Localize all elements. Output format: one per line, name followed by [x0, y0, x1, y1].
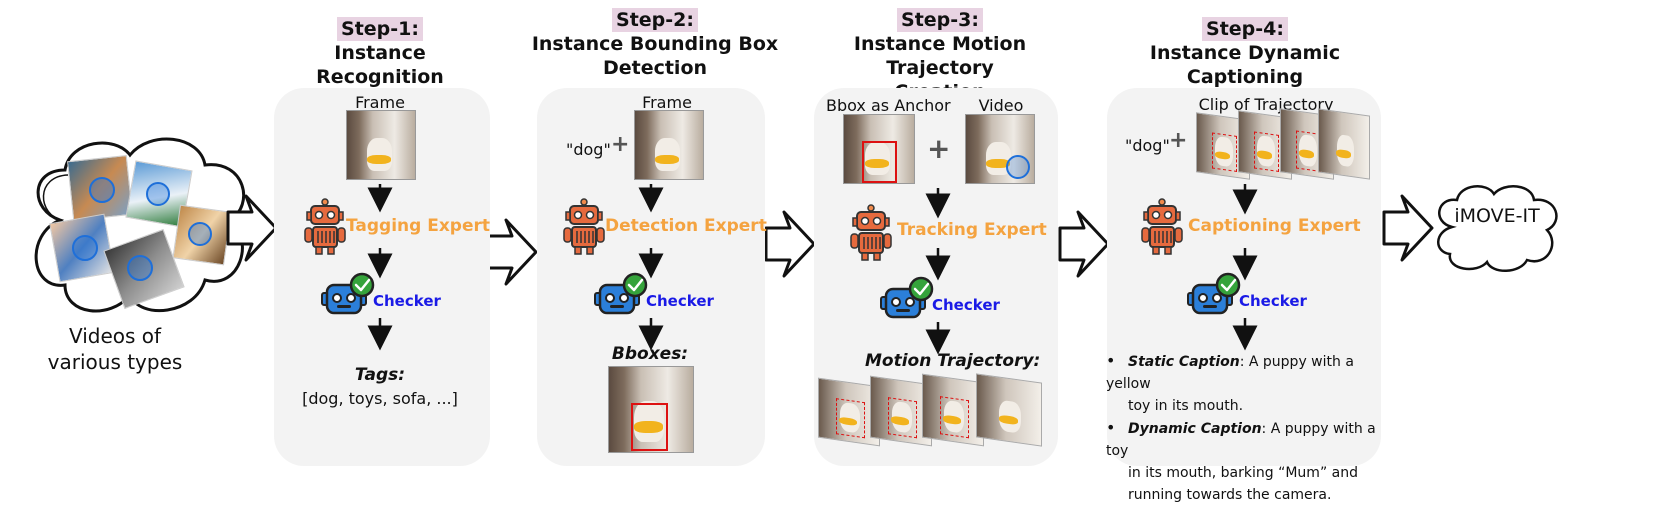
step-1-tag: Step-1:	[337, 17, 423, 41]
step-4-plus: +	[1169, 128, 1188, 153]
step-2-frame-label: Frame	[642, 93, 692, 112]
input-caption: Videos of various types	[30, 323, 200, 375]
step-2-expert: Detection Expert	[605, 216, 767, 236]
step-3-expert: Tracking Expert	[897, 220, 1047, 240]
step-1-output-title: Tags:	[354, 365, 406, 385]
dynamic-caption-text-3: running towards the camera.	[1128, 487, 1332, 503]
dynamic-caption-label: Dynamic Caption	[1128, 421, 1262, 437]
step-4-clips	[1196, 108, 1372, 180]
input-line-2: various types	[47, 350, 183, 374]
step-4-header: Step-4: Instance Dynamic Captioning	[1100, 17, 1390, 89]
step-3-trajectory-clips	[818, 373, 1044, 447]
step-4-tag: Step-4:	[1202, 17, 1288, 41]
dynamic-caption-item: •Dynamic Caption: A puppy with a toy	[1106, 418, 1376, 459]
input-line-1: Videos of	[68, 324, 162, 348]
step-2-title-2: Detection	[602, 57, 708, 79]
step-3-anchor-label: Bbox as Anchor	[826, 96, 951, 115]
checker-bot-icon	[593, 272, 648, 315]
output-cloud-icon	[1437, 185, 1558, 272]
robot-icon	[563, 198, 605, 255]
input-thumbnails	[49, 150, 232, 310]
dynamic-caption-text-2: in its mouth, barking “Mum” and	[1128, 465, 1358, 481]
static-caption-item: •Static Caption: A puppy with a yellow	[1106, 351, 1354, 392]
step-1-title: Instance Recognition	[316, 42, 444, 88]
step-3-anchor-frame	[843, 114, 915, 184]
step-1-checker: Checker	[373, 292, 441, 310]
step-1-expert: Tagging Expert	[346, 216, 491, 236]
dynamic-caption-text: : A puppy with a toy	[1106, 421, 1376, 459]
step-4-expert: Captioning Expert	[1188, 216, 1361, 236]
step-2-tag: Step-2:	[612, 8, 698, 32]
robot-icon	[304, 198, 346, 255]
step-2-frame	[634, 110, 704, 180]
step-3-output-title: Motion Trajectory:	[865, 351, 1041, 371]
step-2-bbox-frame	[608, 366, 694, 453]
static-caption-text: : A puppy with a yellow	[1106, 354, 1354, 392]
step-4-title: Instance Dynamic Captioning	[1149, 42, 1341, 88]
step-4-captions: •Static Caption: A puppy with a yellow t…	[1106, 350, 1386, 506]
step-2-plus: +	[611, 132, 630, 157]
checker-bot-icon	[320, 272, 375, 315]
static-caption-text-2: toy in its mouth.	[1128, 398, 1244, 414]
step-2-checker: Checker	[646, 292, 714, 310]
step-4-prompt: "dog"	[1125, 136, 1170, 155]
step-3-tag: Step-3:	[897, 8, 983, 32]
output-label: iMOVE-IT	[1454, 205, 1540, 227]
step-1-output-value: [dog, toys, sofa, ...]	[302, 389, 458, 408]
step-3-video-label: Video	[978, 96, 1024, 115]
step-3-title-1: Instance Motion Trajectory	[853, 33, 1027, 79]
checker-bot-icon	[1186, 272, 1241, 315]
step-4-checker: Checker	[1239, 292, 1307, 310]
step-2-title-1: Instance Bounding Box	[531, 33, 779, 55]
step-1-header: Step-1: Instance Recognition	[270, 17, 490, 89]
step-2-output-title: Bboxes:	[611, 344, 689, 364]
step-3-video-frame	[965, 114, 1035, 184]
step-4-clip-label: Clip of Trajectory	[1198, 95, 1334, 114]
step-1-frame	[346, 110, 416, 180]
play-icon	[1005, 154, 1030, 179]
checker-bot-icon	[879, 276, 934, 319]
step-3-plus: +	[927, 132, 951, 165]
step-2-prompt: "dog"	[566, 140, 611, 159]
step-3-checker: Checker	[932, 296, 1000, 314]
robot-icon	[850, 204, 892, 261]
robot-icon	[1141, 198, 1183, 255]
step-2-header: Step-2: Instance Bounding Box Detection	[530, 8, 780, 80]
static-caption-label: Static Caption	[1128, 354, 1240, 370]
step-1-frame-label: Frame	[355, 93, 405, 112]
play-icon	[72, 177, 212, 281]
